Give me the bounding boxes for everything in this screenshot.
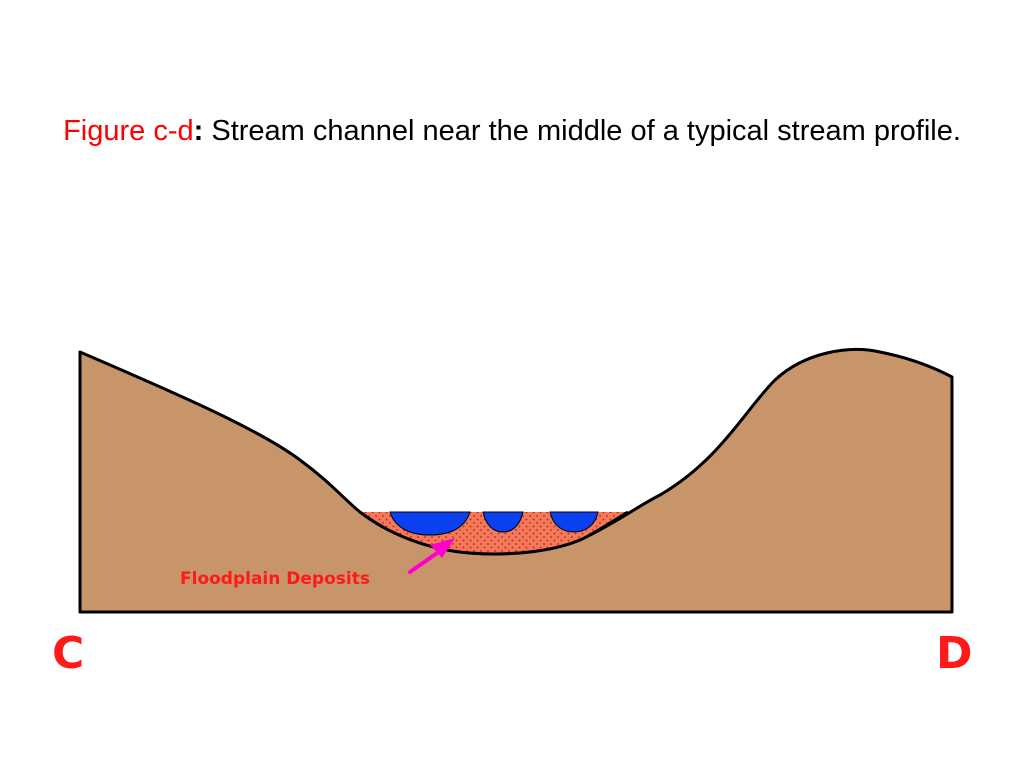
deposit-label: Floodplain Deposits bbox=[180, 569, 370, 589]
endpoint-label-c: C bbox=[52, 628, 84, 679]
figure-label: Figure c-d bbox=[63, 115, 194, 147]
water-channel-3 bbox=[549, 511, 599, 533]
figure-caption: Figure c-d: Stream channel near the midd… bbox=[20, 110, 1004, 152]
water-channel-2 bbox=[482, 511, 524, 533]
endpoint-label-d: D bbox=[936, 628, 973, 679]
water-channel-1 bbox=[389, 511, 471, 536]
channel-bottom-outline bbox=[359, 510, 629, 556]
deposit-arrow-shaft bbox=[408, 549, 442, 574]
figure-colon: : bbox=[193, 115, 204, 147]
figure-caption-text: Stream channel near the middle of a typi… bbox=[203, 115, 961, 147]
deposit-arrow-head bbox=[430, 538, 455, 558]
